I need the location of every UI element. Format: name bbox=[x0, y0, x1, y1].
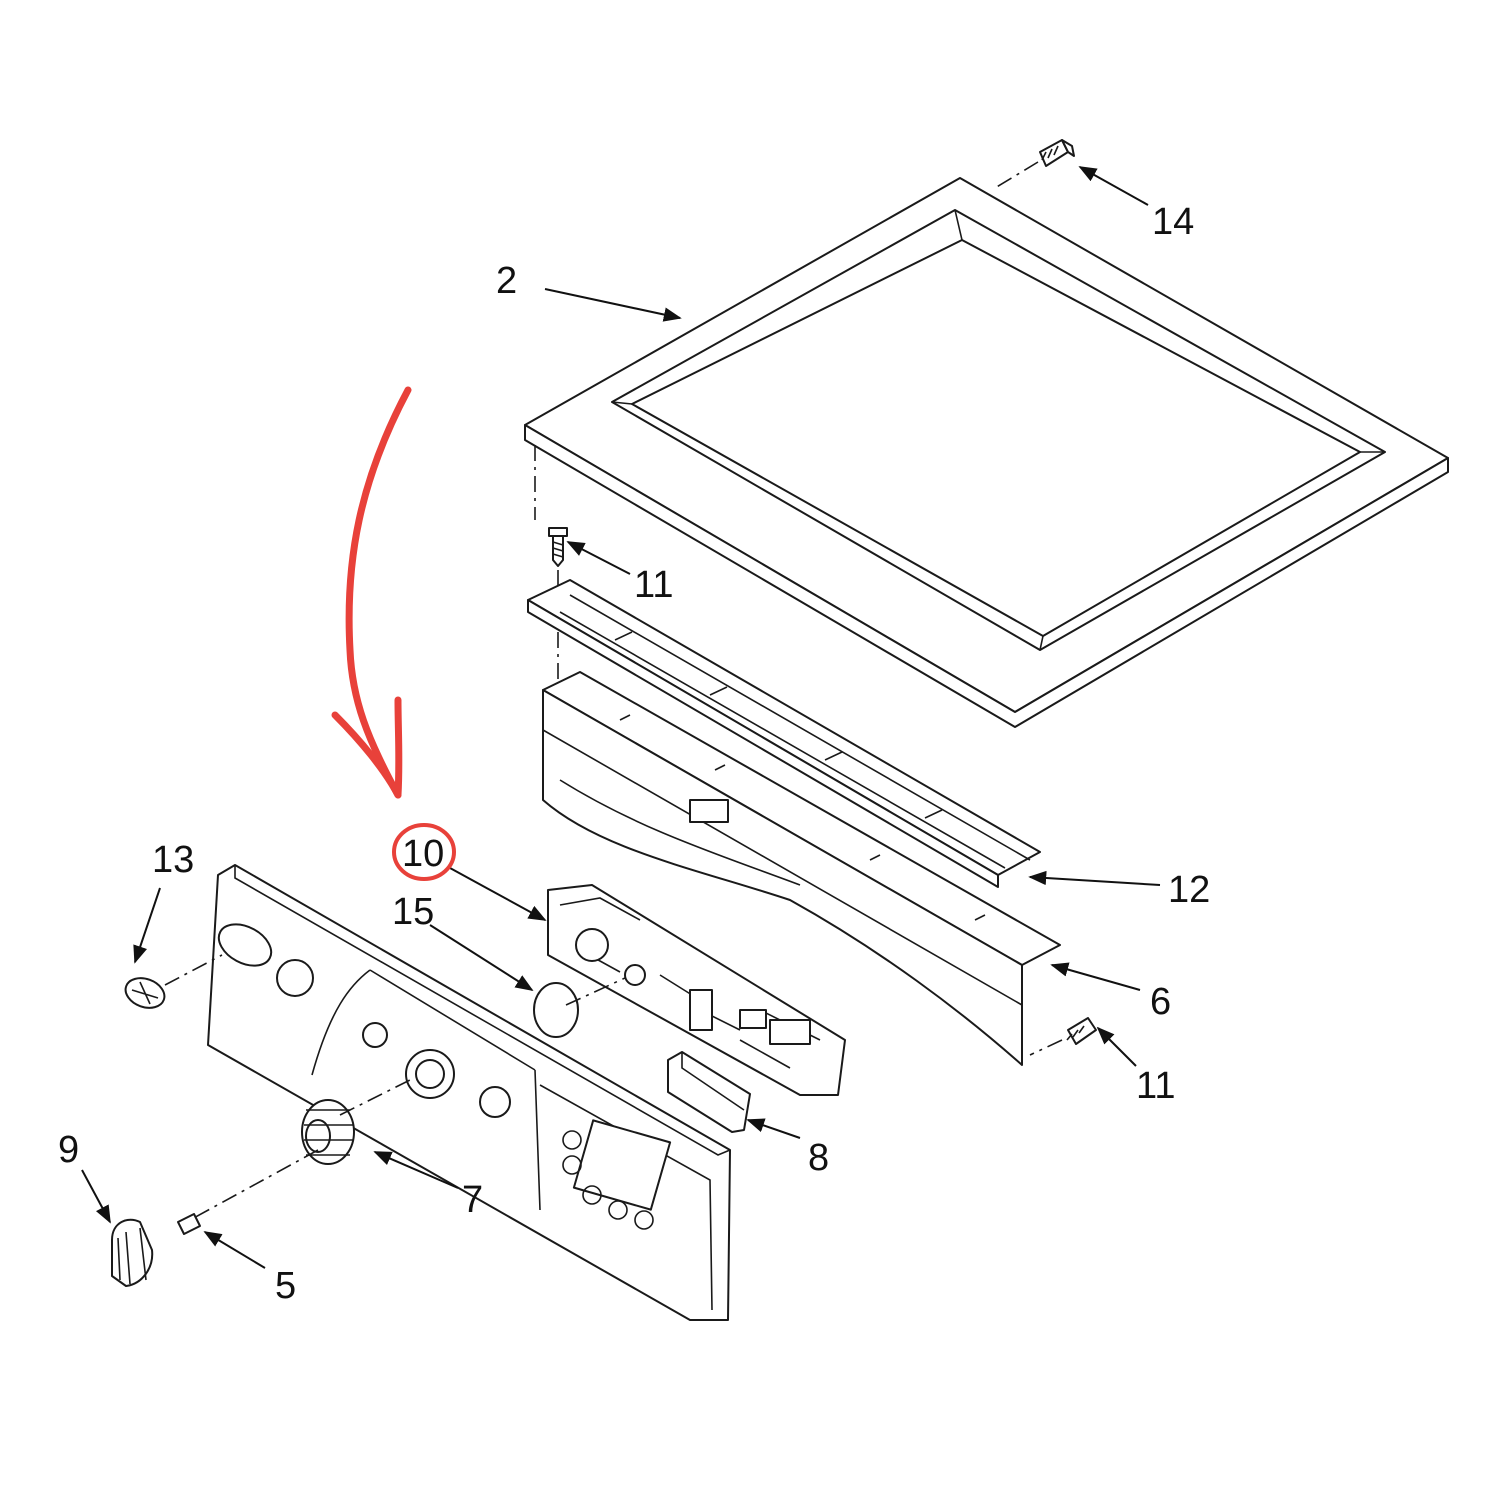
callout-15: 15 bbox=[392, 891, 434, 933]
leader-lines bbox=[81, 166, 1161, 1269]
mounting-screw-lower bbox=[1029, 1017, 1097, 1056]
selector-encoder bbox=[189, 1079, 411, 1221]
mounting-screw-upper bbox=[534, 445, 568, 700]
callout-5: 5 bbox=[275, 1265, 296, 1307]
callout-2: 2 bbox=[496, 260, 517, 302]
light-pipe-disc bbox=[533, 977, 626, 1038]
top-screw bbox=[994, 139, 1075, 189]
callout-14: 14 bbox=[1152, 201, 1194, 243]
callout-7: 7 bbox=[462, 1179, 483, 1221]
knob-clip bbox=[177, 1213, 201, 1235]
callout-11-lower: 11 bbox=[1136, 1065, 1175, 1107]
callout-9: 9 bbox=[58, 1129, 79, 1171]
callout-6: 6 bbox=[1150, 981, 1171, 1023]
console-panel bbox=[207, 864, 731, 1321]
electronic-control-board bbox=[547, 884, 846, 1096]
logo-badge bbox=[124, 954, 223, 1009]
callout-13: 13 bbox=[152, 839, 194, 881]
top-panel bbox=[524, 177, 1449, 728]
callout-10: 10 bbox=[402, 833, 444, 875]
ui-overlay-module bbox=[667, 1051, 751, 1133]
callout-8: 8 bbox=[808, 1137, 829, 1179]
control-panel-bracket bbox=[527, 579, 1041, 888]
callout-12: 12 bbox=[1168, 869, 1210, 911]
callout-11-upper: 11 bbox=[634, 564, 673, 606]
highlight-arrow bbox=[331, 386, 412, 799]
rear-support-bracket bbox=[542, 671, 1061, 1066]
selector-knob bbox=[111, 1218, 154, 1287]
callout-labels: 2 14 11 12 6 11 8 7 5 9 13 15 10 bbox=[58, 201, 1210, 1307]
highlight-circle bbox=[392, 823, 456, 881]
